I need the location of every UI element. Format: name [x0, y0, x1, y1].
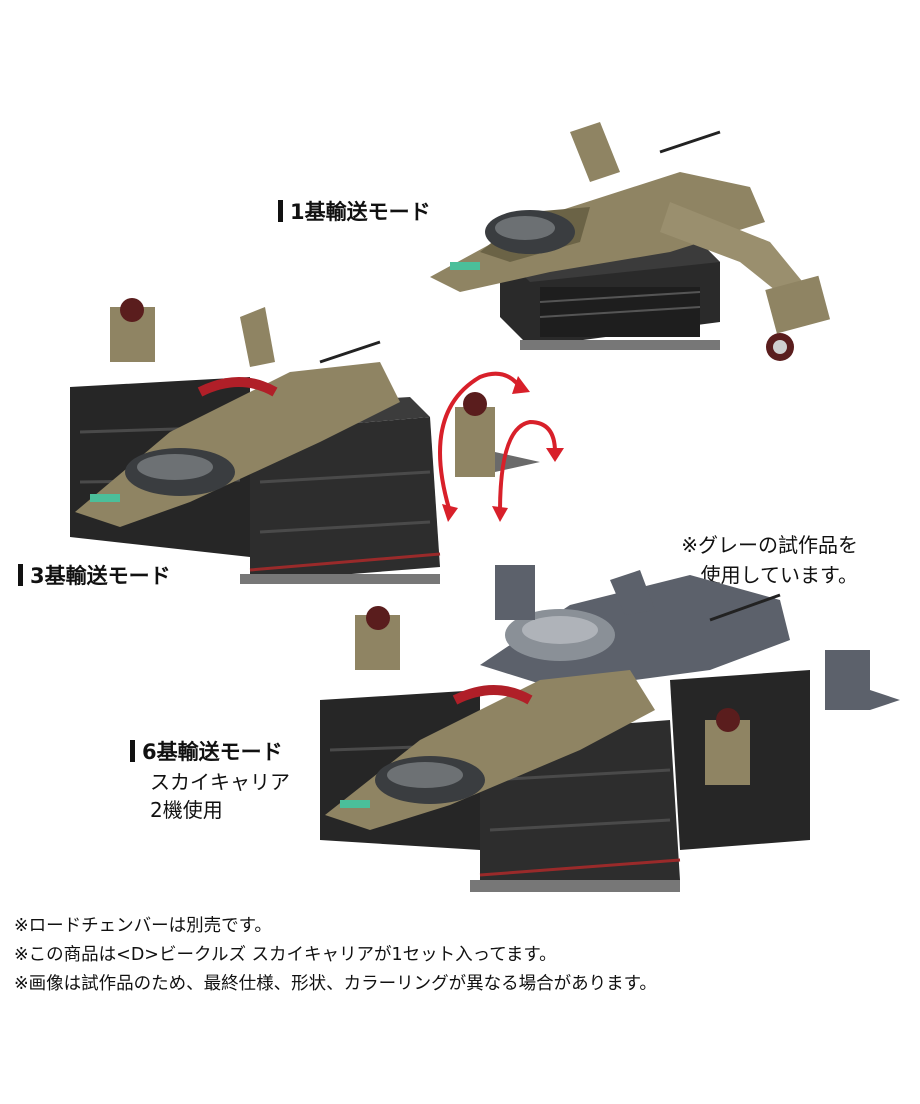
sky-carrier-aircraft	[430, 122, 831, 361]
label-bar-icon	[18, 564, 23, 586]
label-bar-icon	[130, 740, 135, 762]
mode-label-3-unit: 3基輸送モード	[18, 560, 171, 590]
sky-carrier-aircraft	[75, 298, 400, 527]
mode-sub-label: スカイキャリア 2機使用	[150, 770, 290, 822]
mode-label-6-unit: 6基輸送モード	[130, 736, 283, 766]
footnote-line: ※ロードチェンバーは別売です。	[14, 916, 272, 936]
mode-label-1-unit: 1基輸送モード	[278, 196, 431, 226]
rotation-arrow-icon	[438, 371, 564, 522]
footnotes: ※ロードチェンバーは別売です。 ※この商品は<D>ビークルズ スカイキャリアが1…	[14, 912, 914, 999]
label-bar-icon	[278, 200, 283, 222]
vehicle-image-1-unit-mode	[420, 112, 860, 372]
prototype-note: ※グレーの試作品を 使用しています。	[681, 533, 858, 587]
vehicle-image-3-unit-mode	[60, 282, 580, 592]
gray-prototype-aircraft	[480, 565, 900, 710]
footnote-line: ※画像は試作品のため、最終仕様、形状、カラーリングが異なる場合があります。	[14, 974, 657, 994]
sky-carrier-aircraft	[325, 606, 750, 830]
rotating-thruster-pod	[455, 392, 540, 477]
footnote-line: ※この商品は<D>ビークルズ スカイキャリアが1セット入ってます。	[14, 945, 557, 965]
vehicle-image-6-unit-mode	[310, 550, 910, 900]
